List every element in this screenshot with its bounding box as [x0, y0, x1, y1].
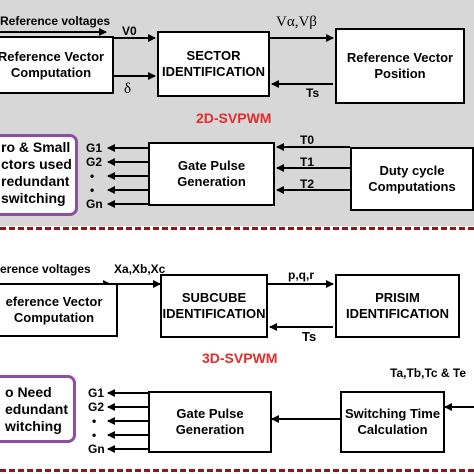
- signal-t2: T2: [300, 177, 315, 191]
- box-prisim-identification: PRISIM IDENTIFICATION: [335, 274, 460, 338]
- signal-delta: δ: [124, 81, 132, 97]
- box-switching-time-calculation: Switching Time Calculation: [340, 391, 445, 453]
- signal-t1: T1: [300, 155, 315, 169]
- gate-2d-dot-1: •: [90, 169, 95, 183]
- gate-2d-g1: G1: [86, 141, 103, 155]
- gate-3d-g2: G2: [88, 400, 105, 414]
- box-reference-vector-position: Reference Vector Position: [335, 28, 465, 104]
- signal-t0: T0: [300, 133, 315, 147]
- box-3d-reference-vector-computation: eference Vector Computation: [0, 283, 118, 337]
- signal-xa-xb-xc: Xa,Xb,Xc: [114, 262, 166, 276]
- signal-3d-ts: Ts: [302, 329, 317, 344]
- gate-2d-g2: G2: [86, 155, 103, 169]
- gate-3d-g1: G1: [88, 386, 105, 400]
- box-2d-gate-pulse-generation: Gate Pulse Generation: [148, 142, 275, 206]
- signal-ta-tb-tc-te: Ta,Tb,Tc & Te: [390, 366, 467, 380]
- gate-3d-gn: Gn: [88, 442, 105, 456]
- gate-3d-dot-1: •: [92, 414, 97, 428]
- box-duty-cycle-computations: Duty cycle Computations: [350, 147, 474, 211]
- label-2d-reference-voltages: Reference voltages: [0, 14, 111, 28]
- signal-valpha-vbeta: Vα,Vβ: [276, 14, 317, 30]
- gate-2d-dot-2: •: [90, 183, 95, 197]
- box-3d-gate-pulse-generation: Gate Pulse Generation: [148, 391, 272, 453]
- title-3d-svpwm: 3D-SVPWM: [202, 350, 278, 366]
- label-3d-reference-voltages: erence voltages: [0, 262, 91, 276]
- gate-3d-dot-2: •: [92, 428, 97, 442]
- box-sector-identification: SECTOR IDENTIFICATION: [157, 31, 270, 97]
- signal-p-q-r: p,q,r: [288, 268, 314, 282]
- title-2d-svpwm: 2D-SVPWM: [196, 110, 272, 126]
- signal-2d-ts: Ts: [306, 86, 320, 100]
- bottom-dashed-line: [0, 469, 474, 472]
- note-no-need-redundant-switching: o Need edundant witching: [0, 375, 76, 443]
- gate-2d-gn: Gn: [86, 197, 103, 211]
- box-subcube-identification: SUBCUBE IDENTIFICATION: [160, 274, 268, 338]
- signal-v0: V0: [122, 24, 137, 38]
- box-2d-reference-vector-computation: Reference Vector Computation: [0, 36, 114, 94]
- divider-dashed-line: [0, 227, 474, 230]
- note-zero-small-vectors: ro & Small ctors used redundant switchin…: [0, 134, 78, 216]
